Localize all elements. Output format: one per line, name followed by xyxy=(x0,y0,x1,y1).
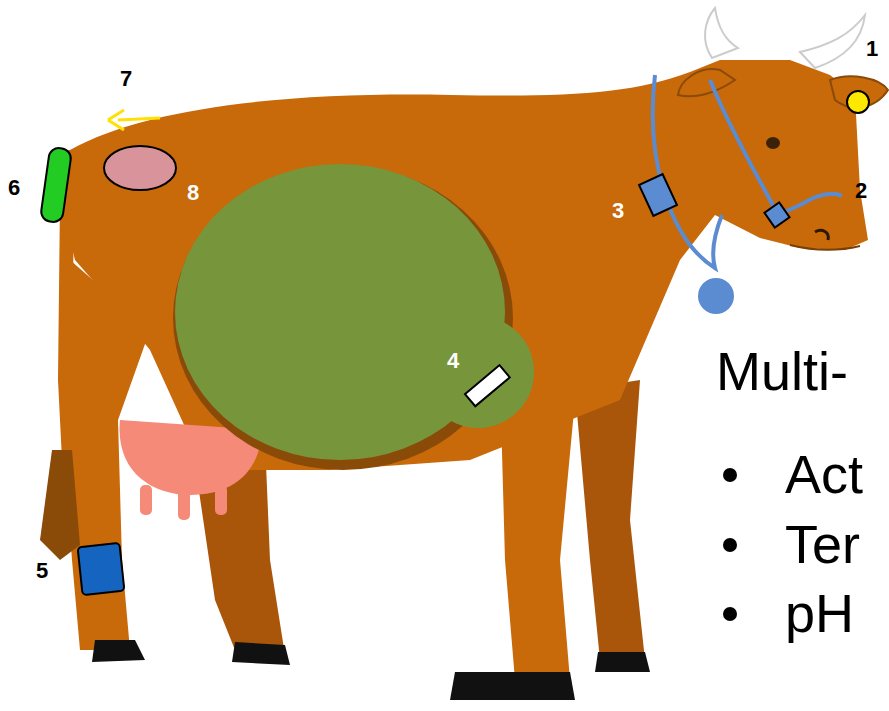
collar-sensor xyxy=(639,174,677,216)
teat xyxy=(215,485,227,515)
callout-number: 2 xyxy=(855,180,867,202)
tail-head-sensor xyxy=(104,146,176,190)
arrow-line xyxy=(118,118,160,120)
nostril xyxy=(815,230,828,240)
ear-tag xyxy=(847,91,869,113)
tail-switch xyxy=(40,450,80,560)
horn xyxy=(705,8,738,58)
halter-strap xyxy=(653,75,722,268)
teat xyxy=(178,488,190,520)
hoof xyxy=(92,640,145,662)
slide-text: pH xyxy=(785,586,854,640)
callout-number: 5 xyxy=(36,560,48,582)
callout-number: 4 xyxy=(447,350,459,372)
teat xyxy=(140,485,152,515)
reticulum xyxy=(422,316,534,428)
eye xyxy=(766,137,780,149)
callout-number: 1 xyxy=(866,38,878,60)
cow-body xyxy=(60,60,868,470)
hoof xyxy=(232,642,290,665)
hoof xyxy=(595,652,650,672)
leg-band xyxy=(78,543,125,595)
callout-number: 6 xyxy=(8,177,20,199)
ear xyxy=(678,69,735,96)
horn xyxy=(800,15,865,68)
slide-text: Act xyxy=(785,447,863,501)
bullet xyxy=(723,468,737,482)
hoof xyxy=(450,672,575,700)
slide-text: Ter xyxy=(785,517,860,571)
callout-number: 8 xyxy=(187,182,199,204)
callout-number: 7 xyxy=(120,68,132,90)
rumen-bolus xyxy=(465,365,510,406)
slide-text: Multi- xyxy=(716,344,848,398)
halter-strap xyxy=(710,80,842,215)
halter-sensor xyxy=(764,202,789,227)
arrow-head xyxy=(108,110,124,130)
bullet xyxy=(723,538,737,552)
mouth xyxy=(790,245,860,250)
callout-number: 3 xyxy=(612,200,624,222)
tail-sensor xyxy=(40,147,72,223)
front-leg xyxy=(575,380,645,660)
collar-weight xyxy=(698,278,734,314)
bullet xyxy=(723,607,737,621)
